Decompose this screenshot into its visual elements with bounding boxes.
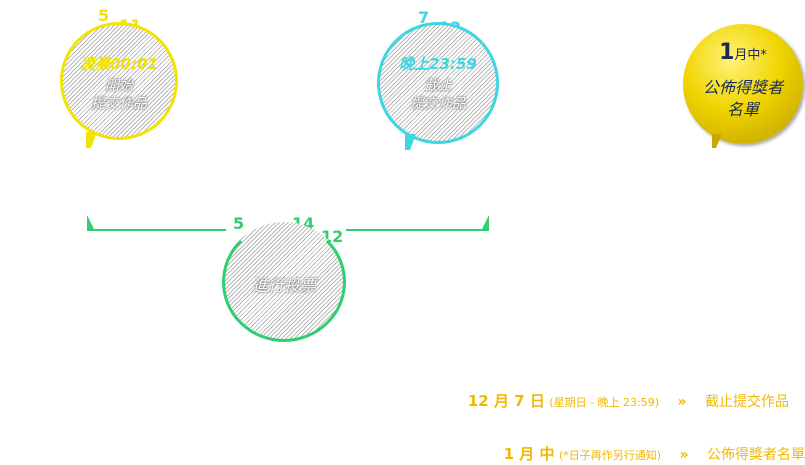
deadline-tail: [405, 134, 416, 150]
voting-label: 進行投票: [251, 276, 316, 295]
start-time: 凌晨00:01: [80, 55, 158, 73]
voting-bubble: 進行投票: [222, 222, 346, 342]
announce-bubble: 1月中* 公佈得獎者 名單: [683, 24, 803, 144]
info-announce-arrow-icon: »: [679, 447, 689, 463]
info-row-announce: 1 月 中 (*日子再作另行通知) » 公佈得獎者名單: [504, 443, 805, 464]
voting-from-month: 5: [233, 214, 245, 233]
info-deadline-action: 截止提交作品: [705, 394, 789, 410]
info-announce-date: 1 月 中: [503, 445, 555, 463]
voting-left-tick: [87, 215, 95, 231]
info-announce-action: 公佈得獎者名單: [707, 447, 805, 463]
announce-month-line: 1月中*: [683, 40, 803, 65]
voting-right-tick: [481, 215, 489, 231]
info-deadline-date: 12 月 7 日: [467, 392, 545, 410]
deadline-line2: 提交作品: [410, 96, 466, 112]
start-tail: [86, 132, 97, 148]
deadline-month: 7: [418, 8, 430, 27]
voting-line-left: [88, 229, 226, 231]
start-bubble: 凌晨00:01 開始 提交作品: [60, 22, 178, 140]
announce-line1: 公佈得獎者: [702, 78, 783, 97]
voting-line-right: [346, 229, 488, 231]
announce-month: 1: [719, 40, 735, 65]
announce-month-suffix: 月中*: [734, 48, 767, 63]
announce-line2: 名單: [726, 100, 759, 119]
info-announce-note: (*日子再作另行通知): [558, 449, 662, 462]
info-deadline-note: (星期日 - 晚上 23:59): [549, 396, 660, 409]
start-line2: 提交作品: [91, 96, 147, 112]
start-month: 5: [98, 6, 110, 25]
deadline-bubble: 晚上23:59 截止 提交作品: [377, 22, 499, 144]
deadline-time: 晚上23:59: [399, 55, 477, 73]
deadline-line1: 截止: [424, 78, 452, 94]
info-row-deadline: 12 月 7 日 (星期日 - 晚上 23:59) » 截止提交作品: [468, 390, 789, 411]
info-deadline-arrow-icon: »: [677, 394, 687, 410]
start-line1: 開始: [105, 78, 133, 94]
announce-tail: [712, 134, 722, 148]
